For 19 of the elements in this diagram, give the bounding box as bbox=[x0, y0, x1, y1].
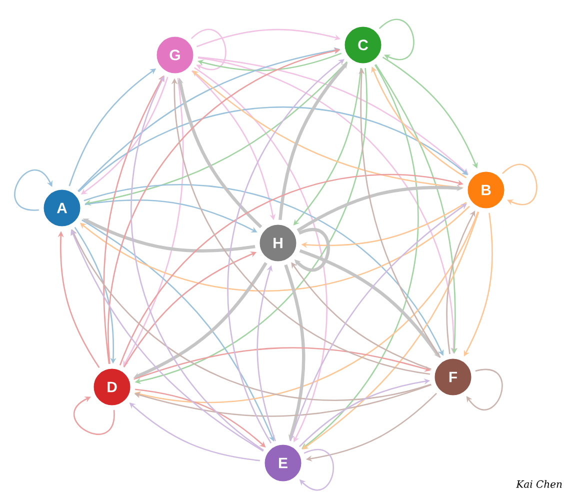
arrow bbox=[466, 368, 503, 410]
graph-node: C bbox=[343, 25, 383, 65]
arrow bbox=[446, 210, 476, 354]
graph-node: E bbox=[263, 443, 303, 483]
arrow bbox=[502, 164, 538, 206]
arrow bbox=[228, 59, 344, 444]
arrow bbox=[464, 212, 493, 356]
graph-node: B bbox=[466, 170, 506, 210]
graph-node: F bbox=[433, 357, 473, 397]
arrow bbox=[74, 396, 115, 435]
arrow bbox=[14, 170, 52, 211]
graph-node: A bbox=[42, 188, 82, 228]
graph-node: D bbox=[92, 367, 132, 407]
arrow bbox=[191, 28, 226, 70]
arrow bbox=[379, 18, 414, 60]
arrow bbox=[302, 64, 418, 449]
graph-node: H bbox=[258, 223, 298, 263]
graph-node: G bbox=[155, 35, 195, 75]
signature: Kai Chen bbox=[516, 480, 562, 488]
